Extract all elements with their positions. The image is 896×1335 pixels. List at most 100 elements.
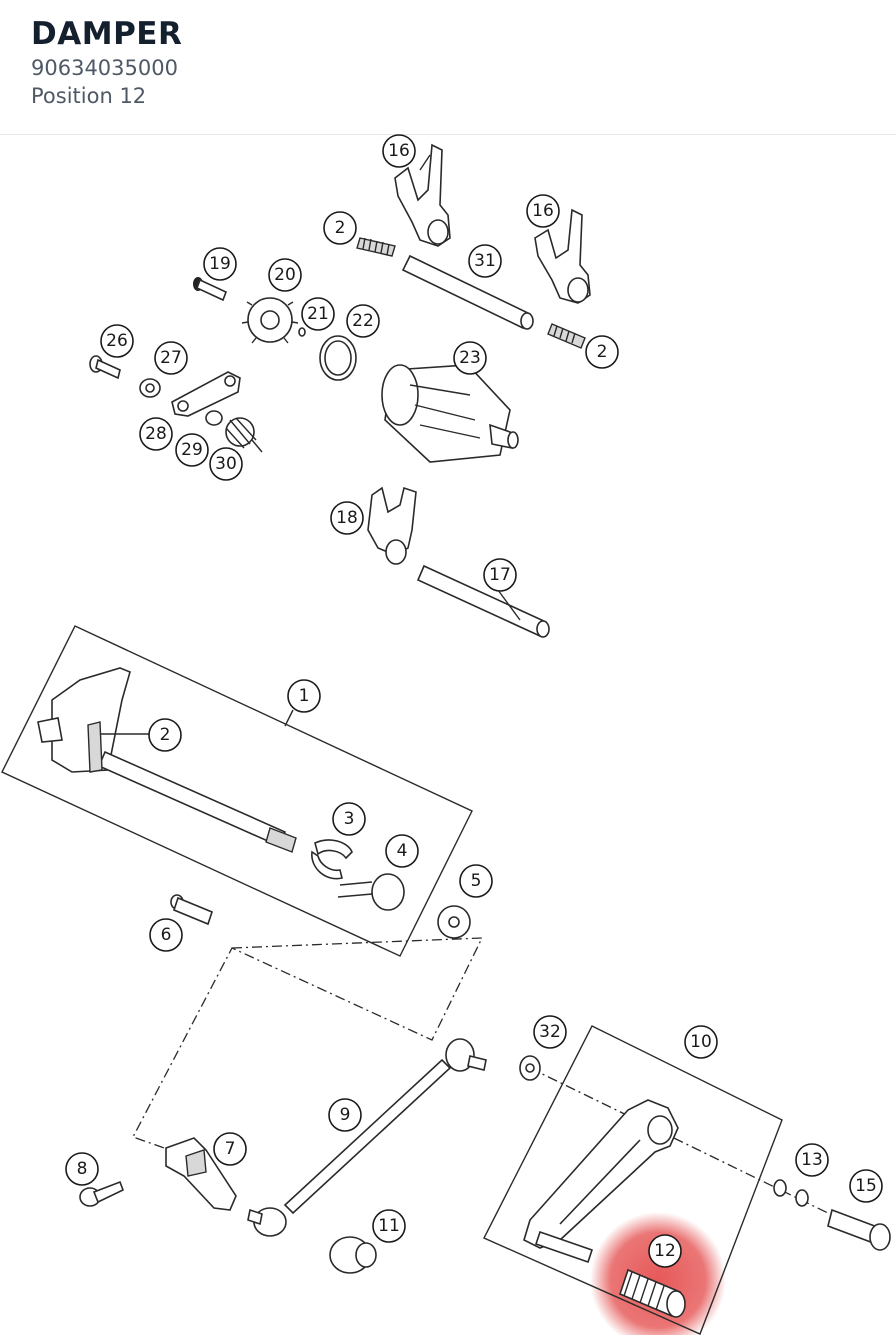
callout-label: 26: [106, 331, 128, 351]
callout-9[interactable]: 9: [328, 1098, 362, 1132]
shift-shaft: [37, 667, 297, 853]
callout-label: 20: [274, 265, 296, 285]
assembly-line-right: [529, 1067, 831, 1215]
callout-label: 7: [225, 1139, 236, 1159]
ring-22: [319, 335, 357, 381]
spring-right: [547, 323, 586, 349]
callout-10[interactable]: 10: [684, 1025, 718, 1059]
callout-label: 16: [388, 141, 410, 161]
bolt-26: [89, 355, 121, 380]
callout-label: 21: [307, 304, 329, 324]
callout-5[interactable]: 5: [459, 864, 493, 898]
callout-20[interactable]: 20: [268, 258, 302, 292]
callout-label: 12: [654, 1241, 676, 1261]
callout-label: 3: [344, 809, 355, 829]
callout-19[interactable]: 19: [203, 247, 237, 281]
bolt-15: [827, 1208, 891, 1251]
callout-label: 15: [855, 1176, 877, 1196]
callout-4[interactable]: 4: [385, 834, 419, 868]
callout-22[interactable]: 22: [346, 304, 380, 338]
callout-label: 23: [459, 348, 481, 368]
part-title: DAMPER: [31, 16, 183, 52]
bolt-19: [193, 277, 228, 302]
callout-label: 30: [215, 454, 237, 474]
callout-label: 8: [77, 1159, 88, 1179]
group-frame-1: [1, 625, 473, 957]
callout-17[interactable]: 17: [483, 558, 517, 592]
shift-rod-upper: [401, 254, 534, 330]
callout-label: 10: [690, 1032, 712, 1052]
part-number: 90634035000: [31, 56, 178, 80]
clamp-7: [165, 1137, 237, 1211]
callout-29[interactable]: 29: [175, 433, 209, 467]
callout-13[interactable]: 13: [795, 1143, 829, 1177]
spring-30: [225, 417, 263, 453]
shift-fork-upper[interactable]: [394, 143, 451, 247]
washer-29: [205, 410, 223, 426]
callout-label: 29: [181, 440, 203, 460]
pin-21: [298, 327, 306, 337]
callout-21[interactable]: 21: [301, 297, 335, 331]
callout-30[interactable]: 30: [209, 447, 243, 481]
washer-5: [437, 905, 471, 939]
callout-18[interactable]: 18: [330, 501, 364, 535]
bolt-8: [79, 1180, 125, 1207]
star-wheel-20: [241, 297, 299, 344]
washer-27: [139, 378, 161, 398]
callout-2[interactable]: 2: [585, 335, 619, 369]
shift-linkage-9: [247, 1038, 487, 1237]
callout-7[interactable]: 7: [213, 1132, 247, 1166]
callout-label: 6: [161, 925, 172, 945]
callout-3[interactable]: 3: [332, 802, 366, 836]
damper-12[interactable]: [619, 1268, 686, 1318]
callout-12[interactable]: 12: [648, 1234, 682, 1268]
callout-label: 28: [145, 424, 167, 444]
callout-label: 2: [335, 218, 346, 238]
part-position: Position 12: [31, 84, 147, 108]
callout-31[interactable]: 31: [468, 244, 502, 278]
callout-label: 32: [539, 1022, 561, 1042]
callout-label: 27: [160, 348, 182, 368]
clip-3: [311, 839, 353, 880]
callout-label: 31: [474, 251, 496, 271]
callout-16[interactable]: 16: [382, 134, 416, 168]
highlight-glow: [590, 1212, 726, 1335]
callout-label: 9: [340, 1105, 351, 1125]
shift-fork-18[interactable]: [367, 486, 417, 565]
callout-1[interactable]: 1: [287, 679, 321, 713]
shift-fork-right[interactable]: [534, 208, 591, 304]
leader-lines: [100, 154, 521, 735]
assembly-line-left: [132, 937, 484, 1151]
callout-label: 2: [160, 725, 171, 745]
callout-label: 18: [336, 508, 358, 528]
callout-16[interactable]: 16: [526, 194, 560, 228]
callout-28[interactable]: 28: [139, 417, 173, 451]
callout-label: 13: [801, 1150, 823, 1170]
callout-label: 11: [378, 1216, 400, 1236]
washers-13: [773, 1179, 809, 1207]
callout-6[interactable]: 6: [149, 918, 183, 952]
washer-32: [519, 1055, 541, 1081]
shift-rod-17: [416, 564, 550, 638]
callout-23[interactable]: 23: [453, 341, 487, 375]
callout-label: 2: [597, 342, 608, 362]
callout-label: 4: [397, 841, 408, 861]
spring-4: [337, 873, 405, 911]
spring-upper: [356, 237, 396, 257]
callout-15[interactable]: 15: [849, 1169, 883, 1203]
callout-label: 22: [352, 311, 374, 331]
callout-8[interactable]: 8: [65, 1152, 99, 1186]
callout-26[interactable]: 26: [100, 324, 134, 358]
callout-32[interactable]: 32: [533, 1015, 567, 1049]
shift-drum-23: [381, 364, 519, 463]
callout-label: 17: [489, 565, 511, 585]
shift-lever-10: [523, 1099, 679, 1264]
callout-11[interactable]: 11: [372, 1209, 406, 1243]
bolt-6: [170, 894, 213, 926]
callout-27[interactable]: 27: [154, 341, 188, 375]
callout-label: 1: [299, 686, 310, 706]
callout-2[interactable]: 2: [323, 211, 357, 245]
callout-2[interactable]: 2: [148, 718, 182, 752]
